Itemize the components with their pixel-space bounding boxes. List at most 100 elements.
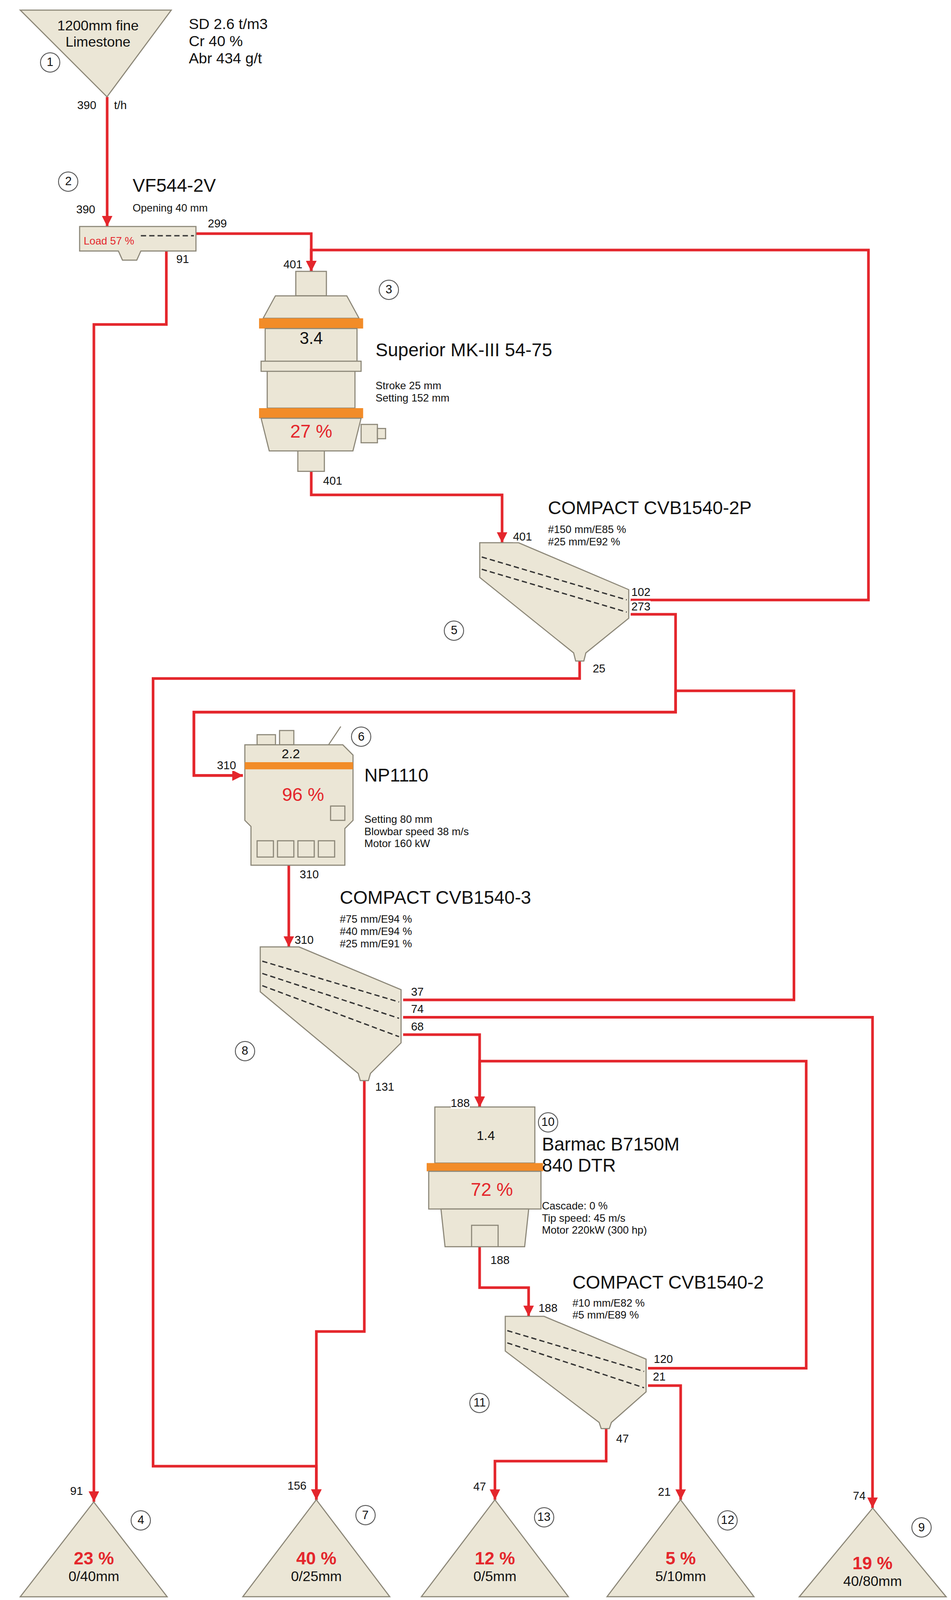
equipment-outline <box>277 841 294 858</box>
flow-rate: 188 <box>450 1097 470 1109</box>
flow-rate: 74 <box>410 1003 424 1015</box>
flow-rate: 47 <box>473 1481 487 1493</box>
callout-number: 12 <box>717 1510 738 1531</box>
flow-rate: 156 <box>287 1480 307 1492</box>
flow-line <box>647 1386 681 1501</box>
wrap-spacer <box>615 1199 651 1201</box>
flow-line <box>311 471 503 543</box>
flow-lines <box>93 96 873 1509</box>
flow-rate: 273 <box>631 600 651 613</box>
equipment-outline <box>328 726 341 746</box>
equipment-outline <box>440 1209 529 1248</box>
equipment-node: Barmac B7150M 840 DTRCascade: 0 % Tip sp… <box>426 1107 543 1248</box>
equipment-outline <box>799 1508 947 1598</box>
flow-rate: 310 <box>216 759 236 772</box>
wear-band <box>245 762 354 770</box>
equipment-text: #150 mm/E85 % #25 mm/E92 % <box>548 523 629 548</box>
equipment-text: #10 mm/E82 % #5 mm/E89 % <box>572 1297 647 1322</box>
flow-rate: t/h <box>113 99 127 111</box>
callout-number: 2 <box>58 171 79 192</box>
callout-number: 3 <box>378 279 399 300</box>
equipment-text: Opening 40 mm <box>132 201 209 215</box>
callout-number: 11 <box>469 1393 490 1414</box>
equipment-outline <box>330 806 345 821</box>
flow-rate: 21 <box>652 1371 666 1383</box>
flow-rate: 188 <box>538 1302 558 1314</box>
flow-rate: 74 <box>852 1490 866 1502</box>
equipment-shape <box>503 1316 648 1429</box>
equipment-text: 1200mm fine Limestone <box>48 17 148 51</box>
equipment-outline <box>428 1171 541 1210</box>
equipment-text: Load 57 % <box>83 234 135 248</box>
callout-number: 10 <box>537 1112 559 1133</box>
equipment-outline <box>504 1316 646 1429</box>
equipment-text: SD 2.6 t/m3 Cr 40 % Abr 434 g/t <box>188 15 269 67</box>
equipment-outline <box>261 361 362 372</box>
flow-rate: 91 <box>176 253 190 265</box>
wear-band <box>259 408 364 419</box>
equipment-text: COMPACT CVB1540-2 <box>572 1272 765 1294</box>
equipment-text: 19 % <box>852 1554 893 1573</box>
flow-rate: 37 <box>410 986 424 998</box>
equipment-text: 12 % <box>475 1549 516 1568</box>
equipment-outline <box>261 418 362 451</box>
callout-number: 6 <box>351 726 372 747</box>
equipment-outline <box>297 841 315 858</box>
equipment-text: COMPACT CVB1540-3 <box>340 887 532 909</box>
equipment-outline <box>20 1502 168 1598</box>
flow-rate: 21 <box>658 1486 671 1498</box>
flow-line <box>287 865 291 948</box>
equipment-text: 27 % <box>290 420 333 443</box>
callout-number: 9 <box>911 1517 932 1538</box>
flow-rate: 91 <box>70 1485 84 1497</box>
equipment-outline <box>267 371 356 409</box>
equipment-text: Setting 80 mm Blowbar speed 38 m/s Motor… <box>364 813 475 850</box>
flow-line <box>106 96 109 227</box>
flow-rate: 310 <box>294 934 314 946</box>
equipment-text: 40/80mm <box>843 1574 902 1590</box>
equipment-text: 23 % <box>73 1549 114 1568</box>
equipment-text: 5/10mm <box>655 1569 707 1585</box>
flow-rate: 68 <box>410 1020 424 1033</box>
flow-rate: 390 <box>76 203 96 216</box>
flow-rate: 299 <box>207 217 227 230</box>
flow-rate: 401 <box>323 475 343 487</box>
equipment-node: 1200mm fine LimestoneSD 2.6 t/m3 Cr 40 %… <box>20 10 172 97</box>
flow-rate: 390 <box>77 99 97 111</box>
flow-rate: 47 <box>616 1433 630 1445</box>
equipment-text: 2.2 <box>281 746 300 762</box>
equipment-text: 0/40mm <box>68 1569 120 1585</box>
flow-line <box>195 233 311 272</box>
equipment-node: 12 %0/5mm13 <box>421 1499 569 1597</box>
equipment-outline <box>263 296 360 319</box>
equipment-node: COMPACT CVB1540-2P#150 mm/E85 % #25 mm/E… <box>477 542 631 662</box>
equipment-node: 5 %5/10mm 12 <box>607 1499 754 1597</box>
equipment-text: VF544-2V <box>132 175 216 197</box>
equipment-shape <box>426 1107 543 1248</box>
equipment-text: 5 % <box>665 1549 696 1568</box>
wear-band <box>426 1163 543 1172</box>
callout-number: 7 <box>355 1505 376 1526</box>
equipment-text: 3.4 <box>299 329 323 349</box>
equipment-node: VF544-2VOpening 40 mmLoad 57 %2 <box>79 226 196 252</box>
equipment-text: 0/25mm <box>290 1569 342 1585</box>
equipment-outline <box>471 1225 498 1248</box>
flow-rate: 102 <box>631 586 651 598</box>
equipment-text: Superior MK-III 54-75 <box>375 339 553 361</box>
equipment-outline <box>318 841 335 858</box>
equipment-node: NP1110Setting 80 mm Blowbar speed 38 m/s… <box>242 714 358 866</box>
equipment-outline <box>242 1499 390 1597</box>
equipment-shape <box>477 542 631 662</box>
equipment-text: #75 mm/E94 % #40 mm/E94 % #25 mm/E91 % <box>340 913 421 950</box>
callout-number: 1 <box>40 52 61 73</box>
flow-rate: 310 <box>299 868 319 881</box>
callout-number: 13 <box>534 1507 555 1528</box>
equipment-text: 1.4 <box>476 1128 495 1144</box>
equipment-outline <box>245 745 354 866</box>
wear-band <box>259 318 364 329</box>
equipment-outline <box>257 734 276 745</box>
equipment-shape <box>258 947 403 1081</box>
equipment-outline <box>257 841 274 858</box>
equipment-text: 72 % <box>470 1179 513 1201</box>
flow-line <box>153 661 580 1500</box>
